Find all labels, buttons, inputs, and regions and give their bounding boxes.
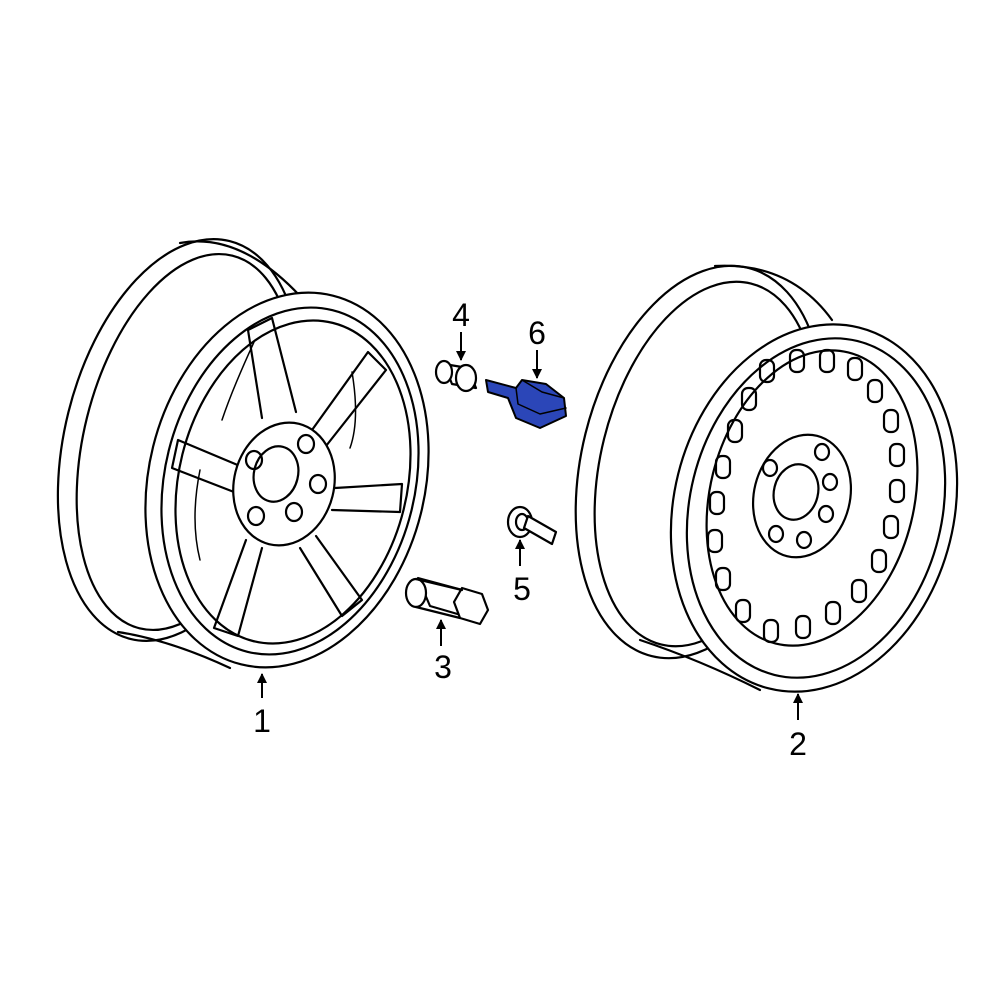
slotted-alloy-wheel-icon[interactable] (537, 239, 995, 722)
valve-cap-icon[interactable] (434, 359, 478, 393)
wheel-slots (706, 348, 906, 644)
callout-leaders (257, 332, 803, 720)
callout-5: 5 (513, 571, 531, 607)
lug-nut-icon[interactable] (404, 576, 490, 626)
valve-stem-icon[interactable] (506, 505, 558, 546)
callout-1: 1 (253, 703, 271, 739)
callout-numbers: 1 2 3 4 5 6 (253, 297, 807, 762)
callout-3: 3 (434, 649, 452, 685)
callout-2: 2 (789, 726, 807, 762)
callout-4: 4 (452, 297, 470, 333)
spoked-alloy-wheel-icon[interactable] (19, 213, 467, 697)
callout-6: 6 (528, 315, 546, 351)
tpms-sensor-icon[interactable] (485, 379, 567, 429)
